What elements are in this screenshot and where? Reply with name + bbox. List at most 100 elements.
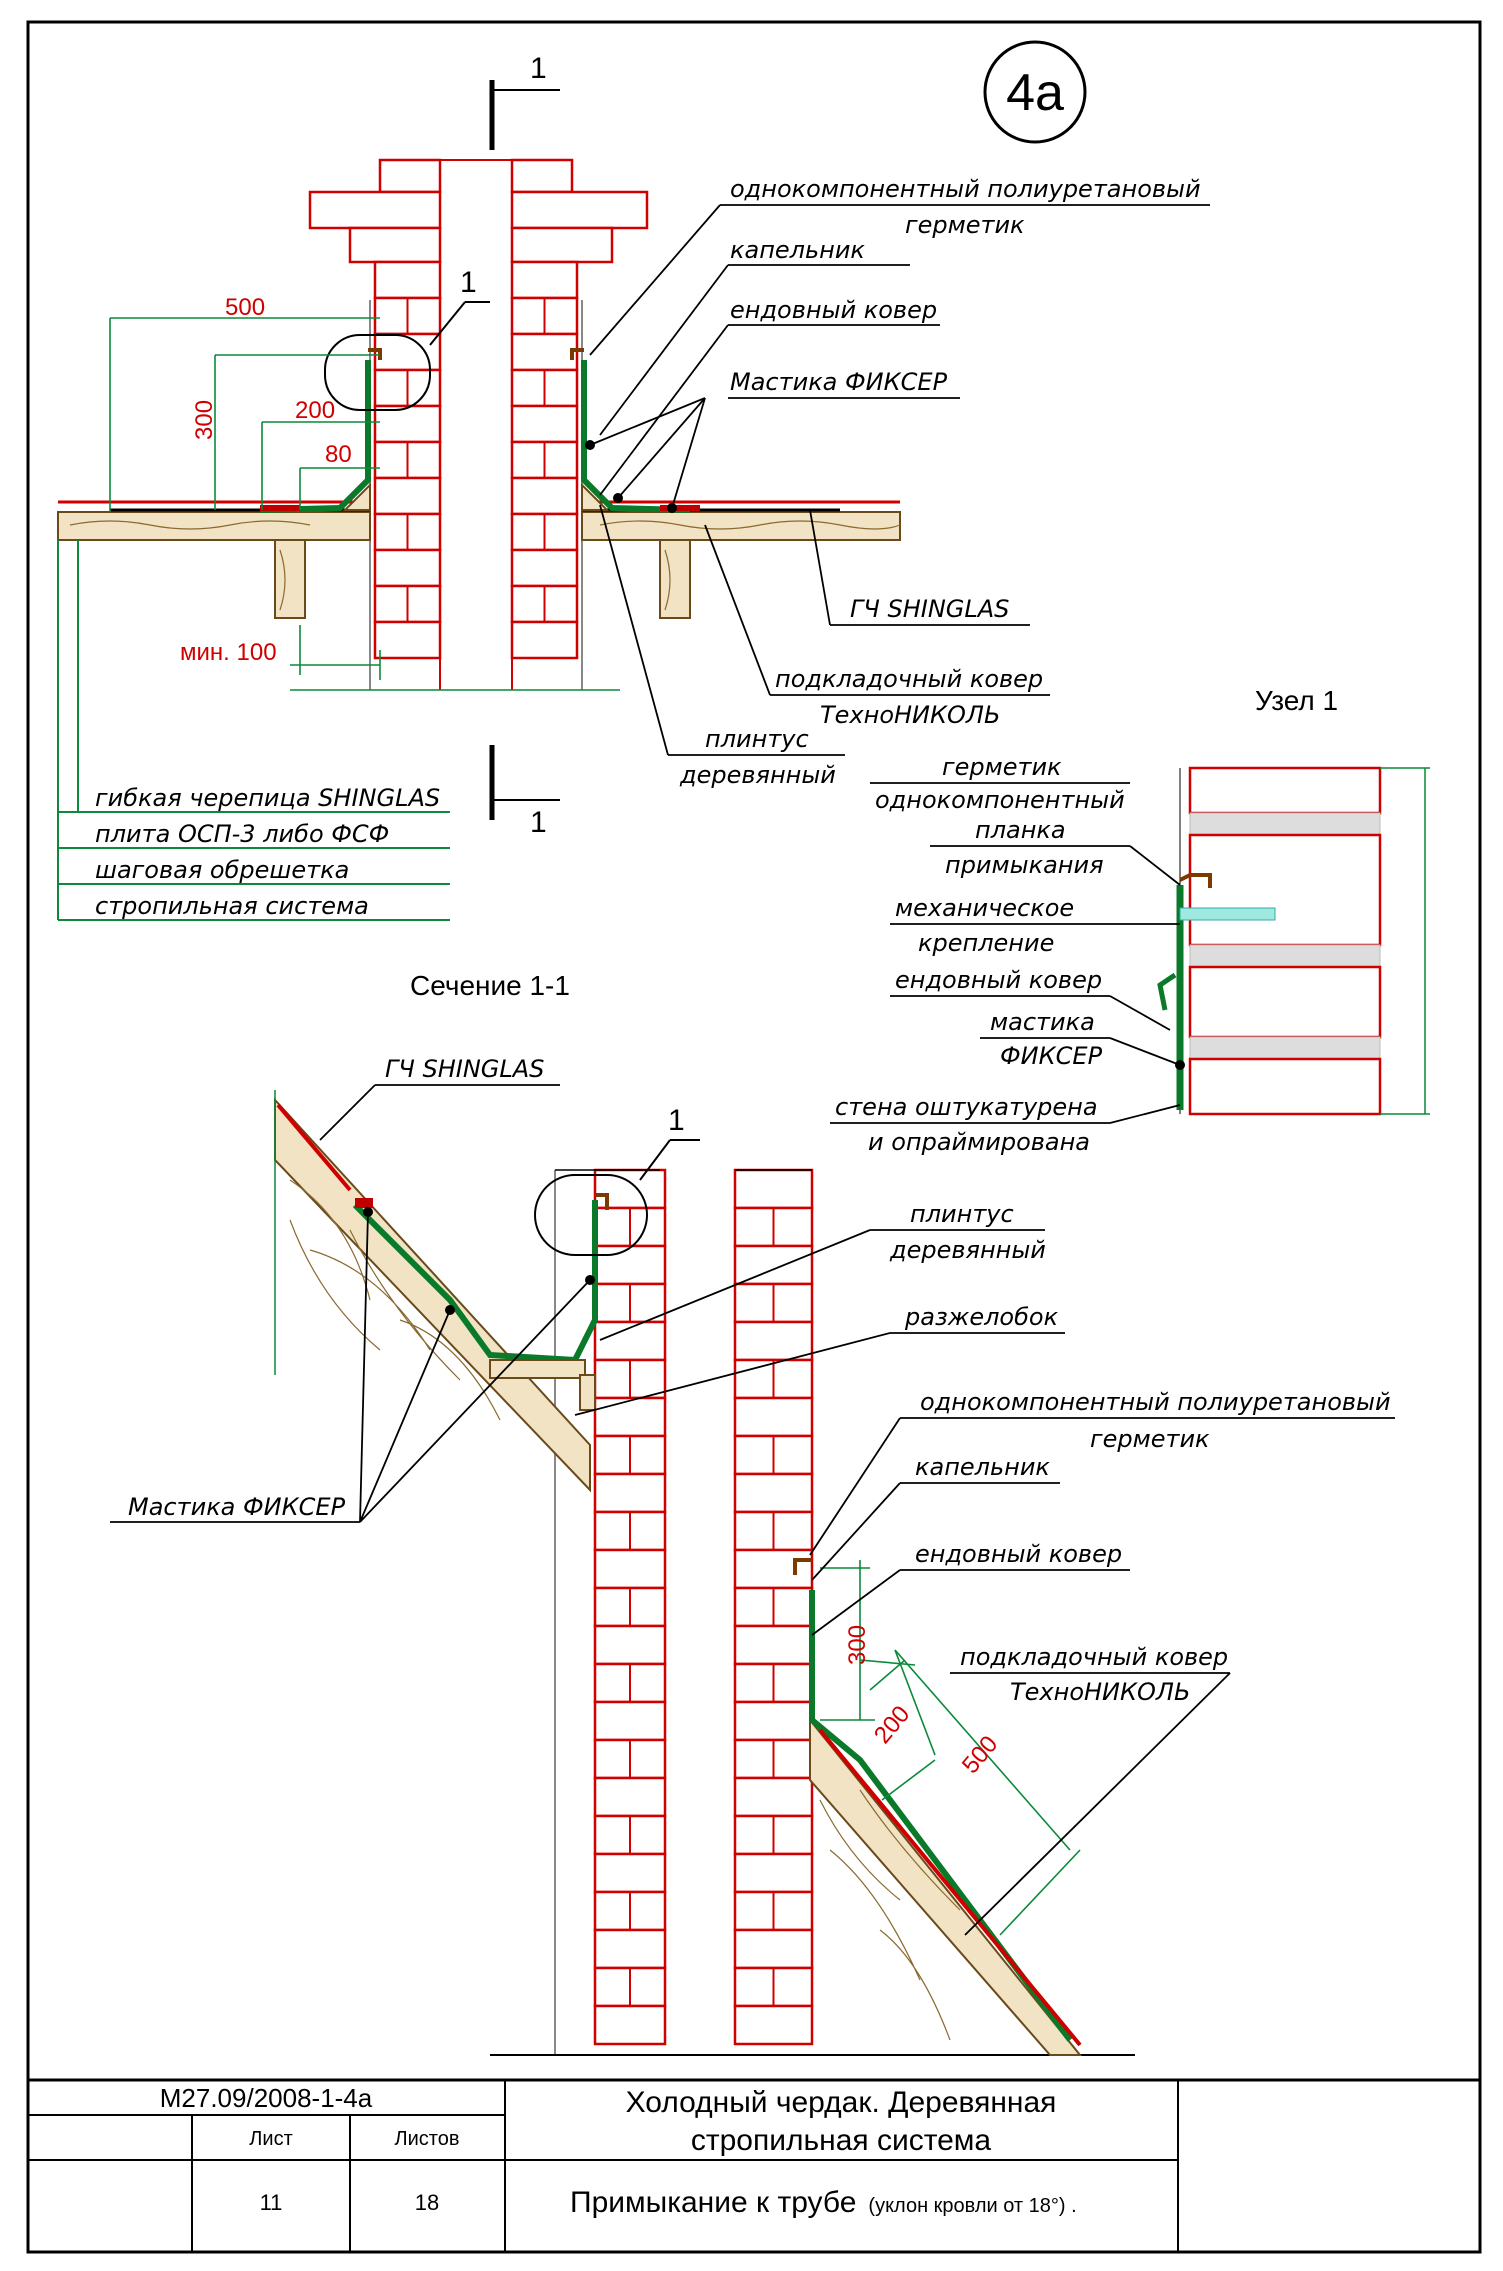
lower-rafter-grain [819, 1789, 961, 2041]
sheets-total: 18 [415, 2190, 439, 2215]
section-labels: ГЧ SHINGLAS плинтус деревянный разжелобо… [110, 1055, 1395, 1936]
svg-text:однокомпонентный полиуретановы: однокомпонентный полиуретановый [730, 175, 1201, 203]
svg-text:механическое: механическое [895, 894, 1074, 922]
lower-valley-membrane [809, 1590, 1073, 2042]
svg-text:80: 80 [325, 441, 352, 468]
svg-text:ТехноНИКОЛЬ: ТехноНИКОЛЬ [820, 701, 1000, 729]
svg-text:однокомпонентный полиуретановы: однокомпонентный полиуретановый [920, 1388, 1391, 1416]
brick [733, 1776, 814, 1818]
chimney-cap [308, 158, 649, 264]
svg-text:200: 200 [869, 1701, 915, 1749]
brick [733, 1168, 814, 1210]
wood-plinth-right [581, 482, 610, 511]
top-dimensions: 500 300 200 80 мин. 100 [109, 294, 620, 691]
svg-text:200: 200 [295, 397, 335, 424]
top-view: 1 500 300 200 80 мин. 100 [57, 158, 1210, 921]
layer-1: гибкая черепица SHINGLAS [95, 784, 440, 812]
svg-text:плинтус: плинтус [910, 1200, 1014, 1228]
svg-text:ГЧ SHINGLAS: ГЧ SHINGLAS [850, 595, 1009, 623]
svg-text:мастика: мастика [990, 1008, 1095, 1036]
drip-left [368, 348, 382, 360]
brick [510, 260, 579, 300]
svg-text:мин. 100: мин. 100 [180, 639, 277, 666]
svg-text:1: 1 [460, 266, 477, 299]
gutter-plinth [579, 1374, 596, 1411]
svg-text:плинтус: плинтус [705, 725, 809, 753]
brick [733, 1928, 814, 1970]
brick [733, 1472, 814, 1514]
layer-4: стропильная система [95, 892, 369, 920]
svg-text:деревянный: деревянный [679, 761, 836, 789]
brick [373, 260, 442, 300]
sheet-badge: 4а [983, 40, 1087, 144]
svg-text:деревянный: деревянный [889, 1236, 1046, 1264]
brick [593, 1928, 667, 1970]
svg-text:подкладочный ковер: подкладочный ковер [775, 665, 1043, 693]
section-1-1: Сечение 1-1 1 [110, 970, 1395, 2056]
svg-text:ендовный ковер: ендовный ковер [730, 296, 937, 324]
section-chimney-walls [593, 1168, 814, 2046]
upper-rafter-grain [289, 1179, 501, 1421]
brick [733, 1700, 814, 1742]
brick [593, 1852, 667, 1894]
top-labels: однокомпонентный полиуретановый герметик… [585, 175, 1210, 789]
svg-text:Мастика ФИКСЕР: Мастика ФИКСЕР [730, 368, 948, 396]
gutter-membrane [352, 1200, 598, 1364]
mastic-strip-left [260, 505, 300, 511]
node-callout-oval [324, 334, 431, 411]
badge-text: 4а [1006, 64, 1064, 122]
title-block: М27.09/2008-1-4а Лист Листов 11 18 Холод… [28, 2078, 1480, 2252]
svg-text:крепление: крепление [918, 929, 1054, 957]
title-line-2: стропильная система [691, 2124, 992, 2157]
sheet-label: Лист [249, 2128, 292, 2150]
svg-text:Сечение 1-1: Сечение 1-1 [410, 970, 570, 1001]
svg-text:капельник: капельник [730, 236, 865, 264]
svg-text:герметик: герметик [905, 211, 1025, 239]
mastic-strip-right [660, 505, 700, 511]
brick [373, 476, 442, 516]
brick [510, 332, 579, 372]
svg-text:ТехноНИКОЛЬ: ТехноНИКОЛЬ [1010, 1678, 1190, 1706]
layer-legend: гибкая черепица SHINGLAS плита ОСП-3 либ… [57, 540, 450, 921]
svg-text:1: 1 [530, 806, 547, 839]
section-mark-bottom: 1 [489, 745, 560, 839]
drip-right [570, 348, 584, 360]
brick [593, 2004, 667, 2046]
valley-membrane-left [259, 360, 371, 513]
roof-deck [57, 500, 901, 619]
layer-2: плита ОСП-3 либо ФСФ [95, 820, 389, 848]
svg-text:ендовный ковер: ендовный ковер [895, 966, 1102, 994]
node-1-detail: Узел 1 герметик однокомпонентный планка … [830, 685, 1430, 1156]
valley-membrane-right [581, 360, 691, 513]
sheet-frame [26, 20, 1482, 2254]
brick [593, 1624, 667, 1666]
section-node-oval [534, 1174, 648, 1256]
brick [510, 548, 579, 588]
layer-3: шаговая обрешетка [95, 856, 349, 884]
svg-text:500: 500 [225, 294, 265, 321]
svg-text:капельник: капельник [915, 1453, 1050, 1481]
section-mark-top: 1 [489, 52, 560, 150]
brick [733, 1624, 814, 1666]
brick [373, 548, 442, 588]
svg-text:однокомпонентный: однокомпонентный [875, 786, 1125, 814]
brick [373, 620, 442, 660]
brick [733, 1396, 814, 1438]
title-line-1: Холодный чердак. Деревянная [626, 2086, 1057, 2119]
svg-text:герметик: герметик [1090, 1425, 1210, 1453]
brick [593, 1396, 667, 1438]
svg-text:Узел 1: Узел 1 [1255, 685, 1338, 716]
svg-text:ГЧ SHINGLAS: ГЧ SHINGLAS [385, 1055, 544, 1083]
svg-text:500: 500 [957, 1731, 1003, 1779]
lower-rafter [809, 1717, 1083, 2056]
brick [593, 1548, 667, 1590]
brick [510, 620, 579, 660]
svg-text:300: 300 [191, 400, 218, 440]
brick [510, 476, 579, 516]
svg-text:разжелобок: разжелобок [904, 1303, 1059, 1331]
svg-text:Мастика ФИКСЕР: Мастика ФИКСЕР [128, 1493, 346, 1521]
brick [593, 1472, 667, 1514]
svg-text:подкладочный ковер: подкладочный ковер [960, 1643, 1228, 1671]
brick [373, 404, 442, 444]
